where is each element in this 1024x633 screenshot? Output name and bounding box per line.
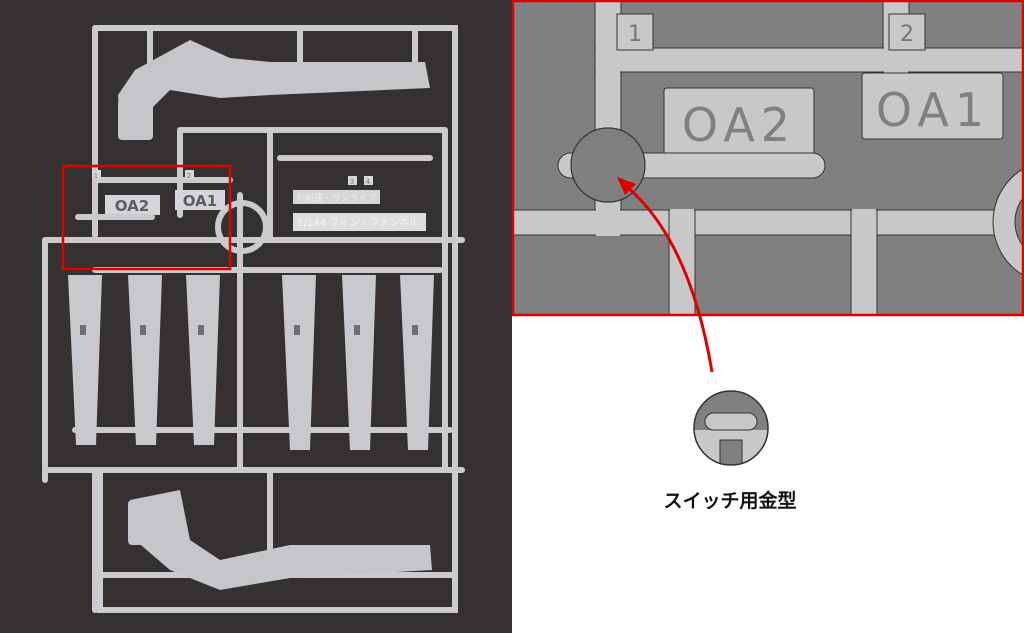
tag-oa1: OA1 xyxy=(183,192,217,210)
tag-oa2: OA2 xyxy=(115,197,149,215)
gate-label-2: 2 xyxy=(187,172,191,180)
detail-tag-oa2: OA2 xyxy=(682,98,796,152)
switch-mold-icon xyxy=(693,390,769,466)
detail-diagram: 1 2 OA2 OA1 xyxy=(511,0,1024,317)
product-plate: 1/144 フィン・ファンネル xyxy=(297,217,419,229)
gate-label-4: 4 xyxy=(366,178,371,186)
highlight-box xyxy=(61,164,232,271)
detail-gate-1: 1 xyxy=(628,22,642,47)
detail-gate-2: 2 xyxy=(900,22,914,47)
gate-label-3: 3 xyxy=(350,178,354,186)
switch-mold-circle xyxy=(570,127,646,203)
pointer-arrow xyxy=(617,177,714,373)
sprue-photo: OA2 OA1 1 2 3 4 ©創通・サンライズ 1/144 フィン・ファンネ… xyxy=(0,0,512,633)
detail-tag-oa1: OA1 xyxy=(876,83,990,137)
copyright-plate: ©創通・サンライズ xyxy=(296,192,377,204)
legend-caption: スイッチ用金型 xyxy=(663,490,797,512)
gate-label-1: 1 xyxy=(94,172,98,180)
funnel-parts xyxy=(68,275,434,450)
